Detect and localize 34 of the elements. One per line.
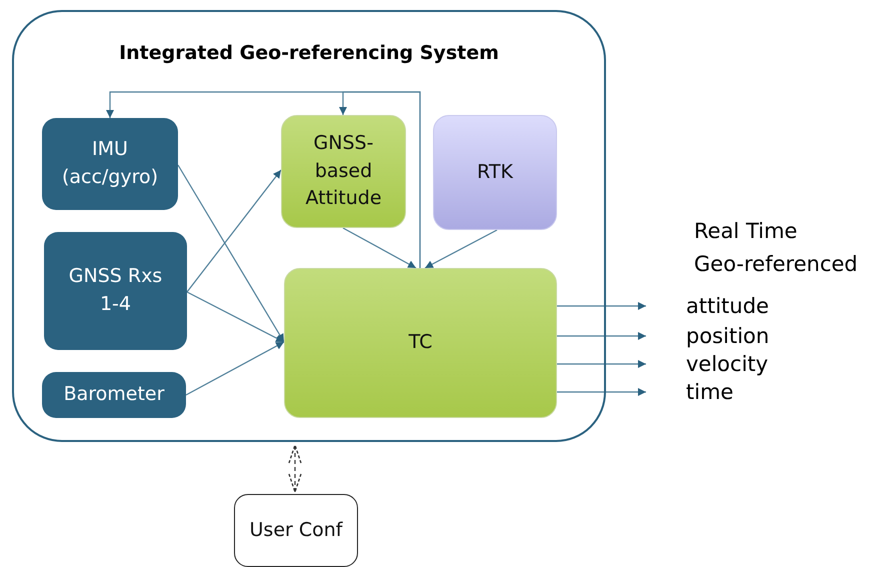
note-text: Geo-referenced [694,252,858,276]
process-box [42,118,178,210]
box-label: attitude [686,292,769,320]
box-label: velocity [686,350,768,378]
arrow [186,291,284,343]
box-label: User Conf [250,518,342,543]
arrow [339,91,421,268]
process-box [42,372,186,418]
process-box [281,115,406,228]
process-box [284,268,557,418]
note-text: Real Time [694,219,798,243]
arrow [186,341,284,396]
arrow [557,360,646,368]
box-label: GNSS-based Attitude [304,131,383,212]
container-heading: Integrated Geo-referencing System [119,41,499,66]
box-label: TC [408,330,432,356]
arrow [557,302,646,310]
system-container [12,10,606,442]
process-box [433,115,557,230]
box-label: GNSS Rxs 1-4 [68,264,164,317]
box-label: IMU (acc/gyro) [60,137,160,190]
process-box [234,494,358,567]
box-label: time [686,378,734,406]
arrow [424,229,498,269]
process-box [44,232,187,350]
box-label: Barometer [64,382,164,408]
box-label: RTK [477,160,513,185]
arrow [557,332,646,340]
arrow [177,164,285,342]
arrow [557,388,646,396]
arrow [186,170,282,292]
box-label: position [686,322,770,350]
dashed-double-arrow [288,444,302,493]
arrow [342,227,416,269]
